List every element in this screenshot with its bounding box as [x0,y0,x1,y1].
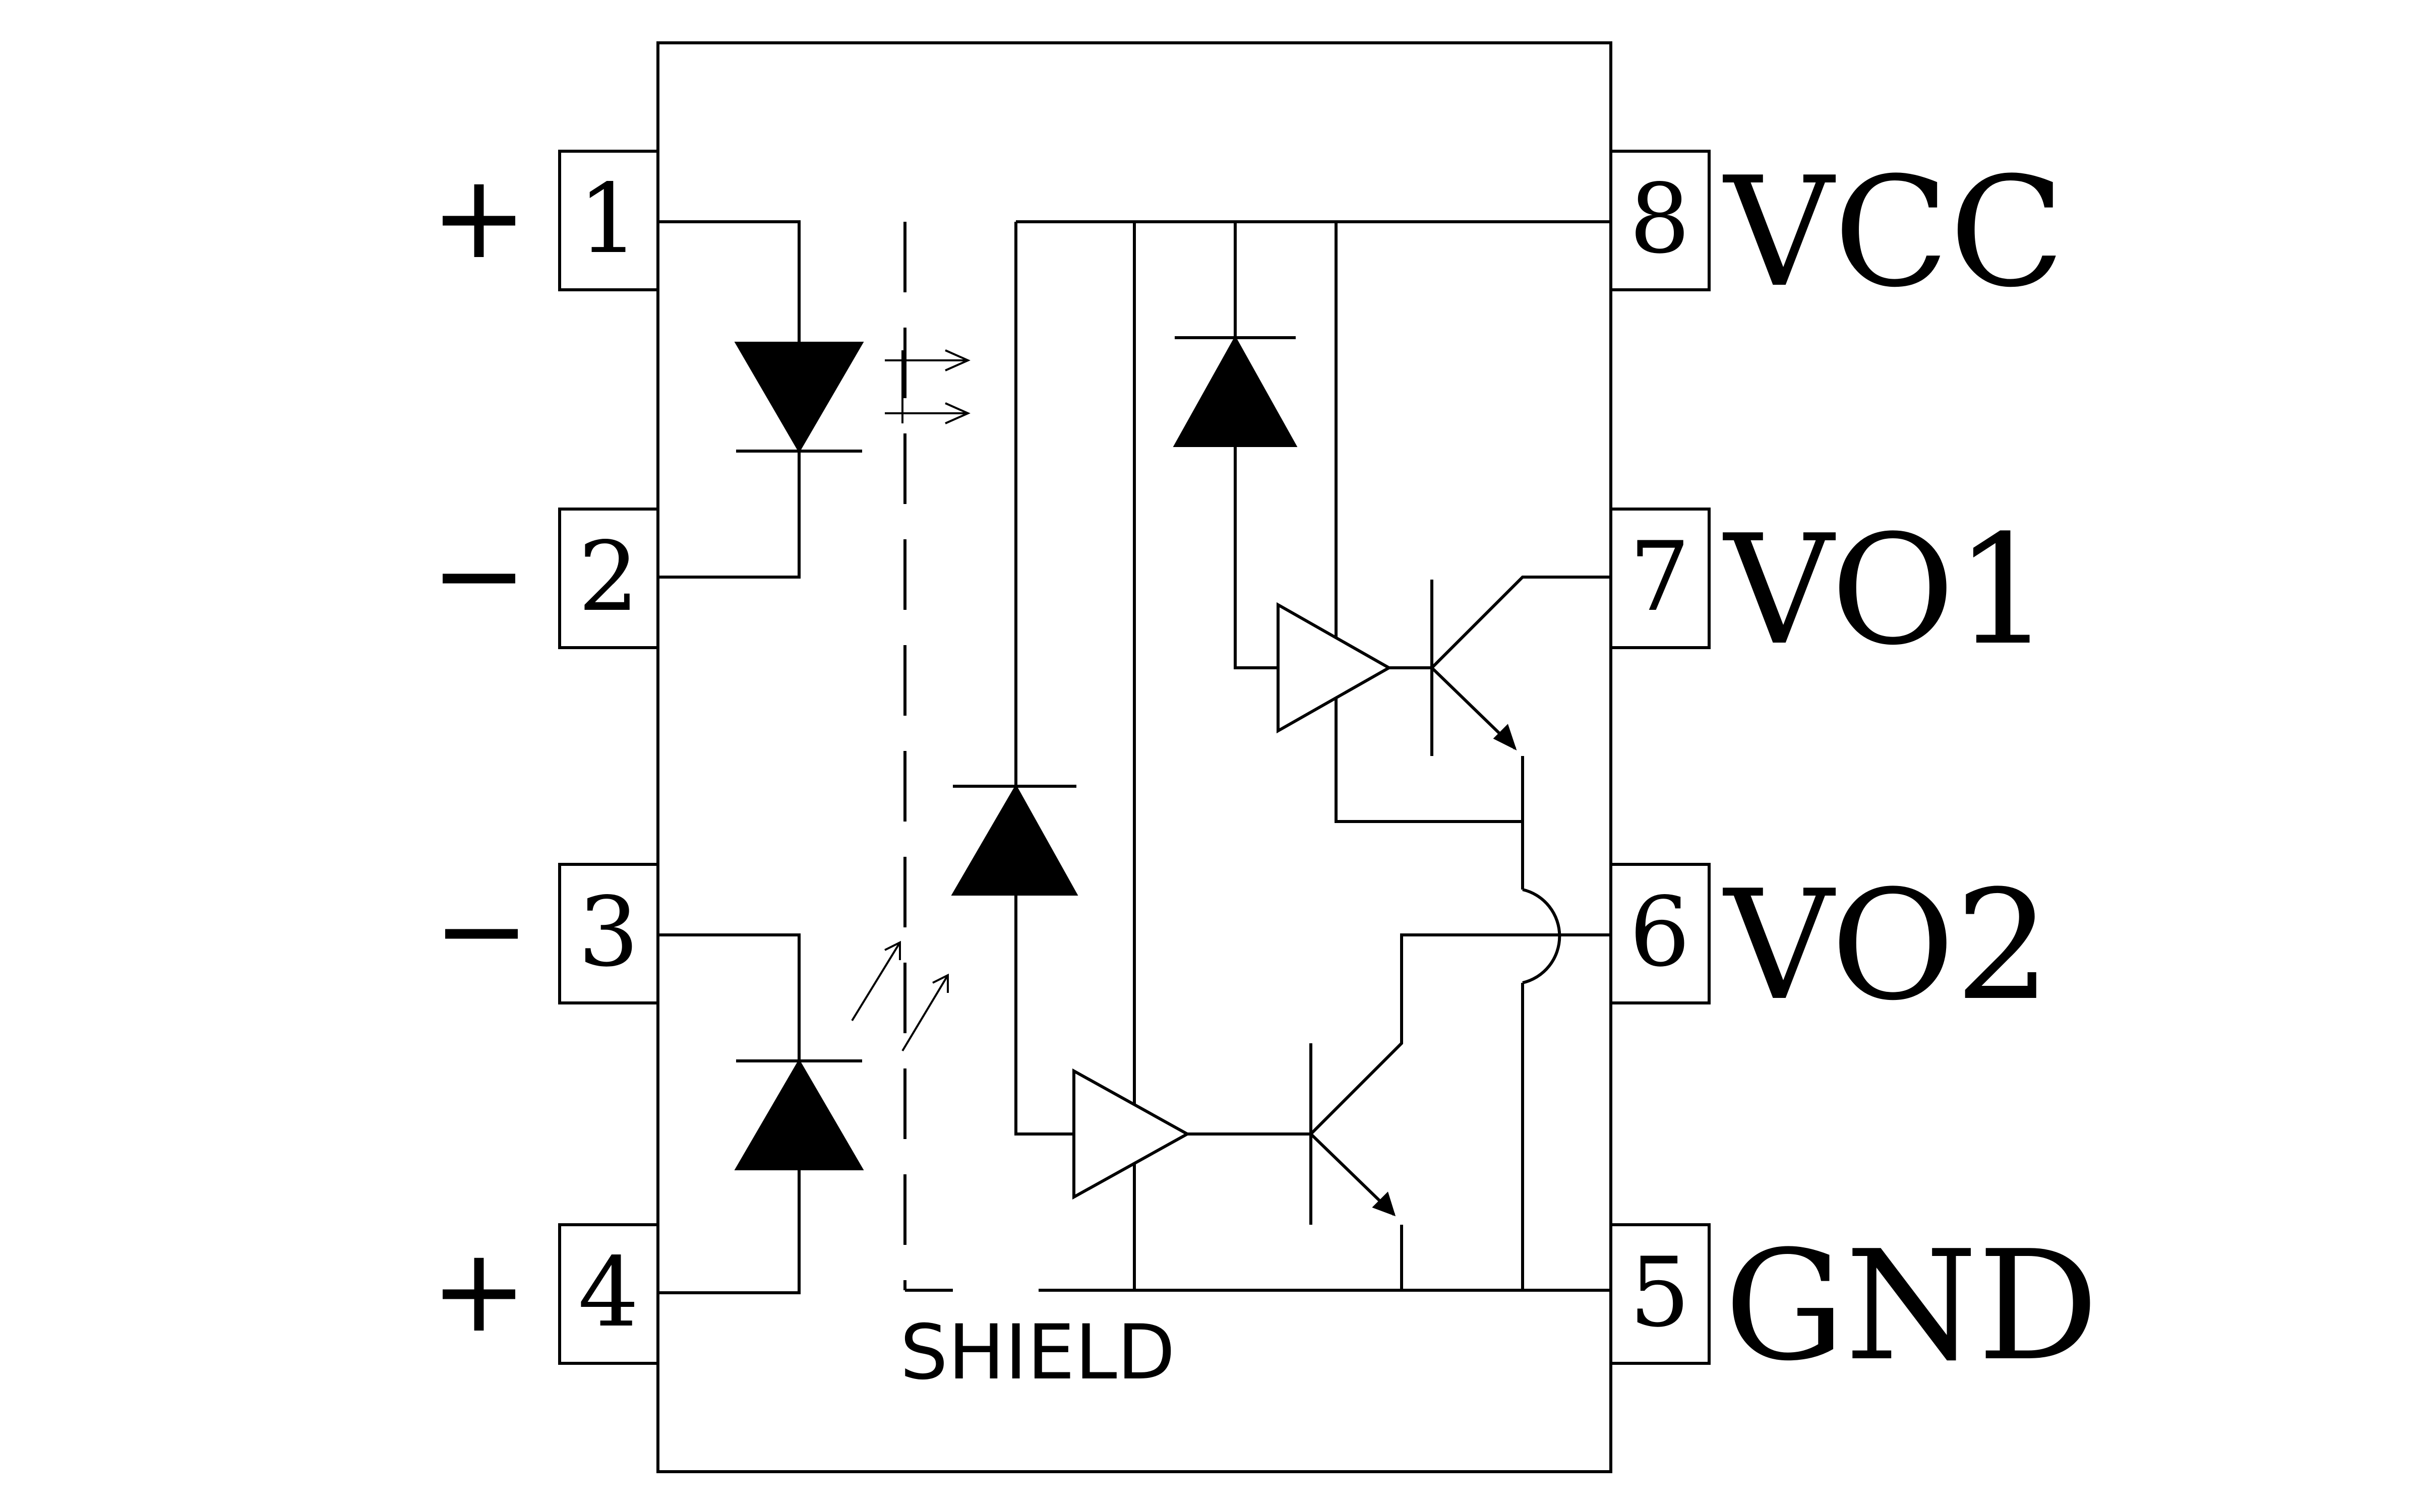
npn-transistor-2 [1309,933,1611,1290]
pin-2-polarity: − [431,508,528,643]
photodiode-2 [951,222,1078,1136]
pin-6: 6 VO2 [1609,858,2051,1034]
pin-6-number: 6 [1629,876,1690,988]
pin-3: 3 − [433,863,659,1004]
pin-3-number: 3 [578,876,639,988]
pin-8-number: 8 [1629,163,1690,275]
pin-4-polarity: + [431,1224,528,1358]
amplifier-2 [1072,1068,1311,1200]
pin-5-name: GND [1724,1218,2099,1394]
pin-1-polarity: + [431,150,528,285]
pin-5: 5 GND [1609,1218,2099,1394]
pin-1-number: 1 [578,163,639,275]
pin-4: 4 + [431,1223,659,1365]
led-icon [734,1059,864,1170]
light-arrow-icon [885,349,971,424]
pin-6-name: VO2 [1722,858,2051,1034]
pin-5-number: 5 [1629,1237,1690,1348]
input-led-1 [658,220,864,579]
pin-2-number: 2 [578,521,639,633]
shield-barrier: SHIELD [900,222,1611,1397]
light-arrow-icon [851,940,949,1052]
shield-label: SHIELD [900,1309,1175,1397]
pin-8-name: VCC [1722,145,2065,321]
photodiode-icon [1173,335,1298,447]
pin-3-polarity: − [433,863,530,998]
input-led-2 [658,933,864,1294]
pin-7-number: 7 [1629,521,1690,633]
pin-7: 7 VO1 [1609,502,2051,678]
pin-2: 2 − [431,508,659,649]
package-outline [656,41,1612,1473]
photodiode-1 [1173,222,1298,669]
pin-1: 1 + [431,150,659,291]
pin-4-number: 4 [578,1237,639,1348]
pin-7-name: VO1 [1722,502,2051,678]
pin-8: 8 VCC [1609,145,2065,321]
amplifier-1 [1277,222,1523,823]
led-icon [734,342,864,453]
photodiode-icon [951,784,1078,896]
amplifier-icon [1072,1068,1191,1200]
amplifier-icon [1277,602,1393,734]
